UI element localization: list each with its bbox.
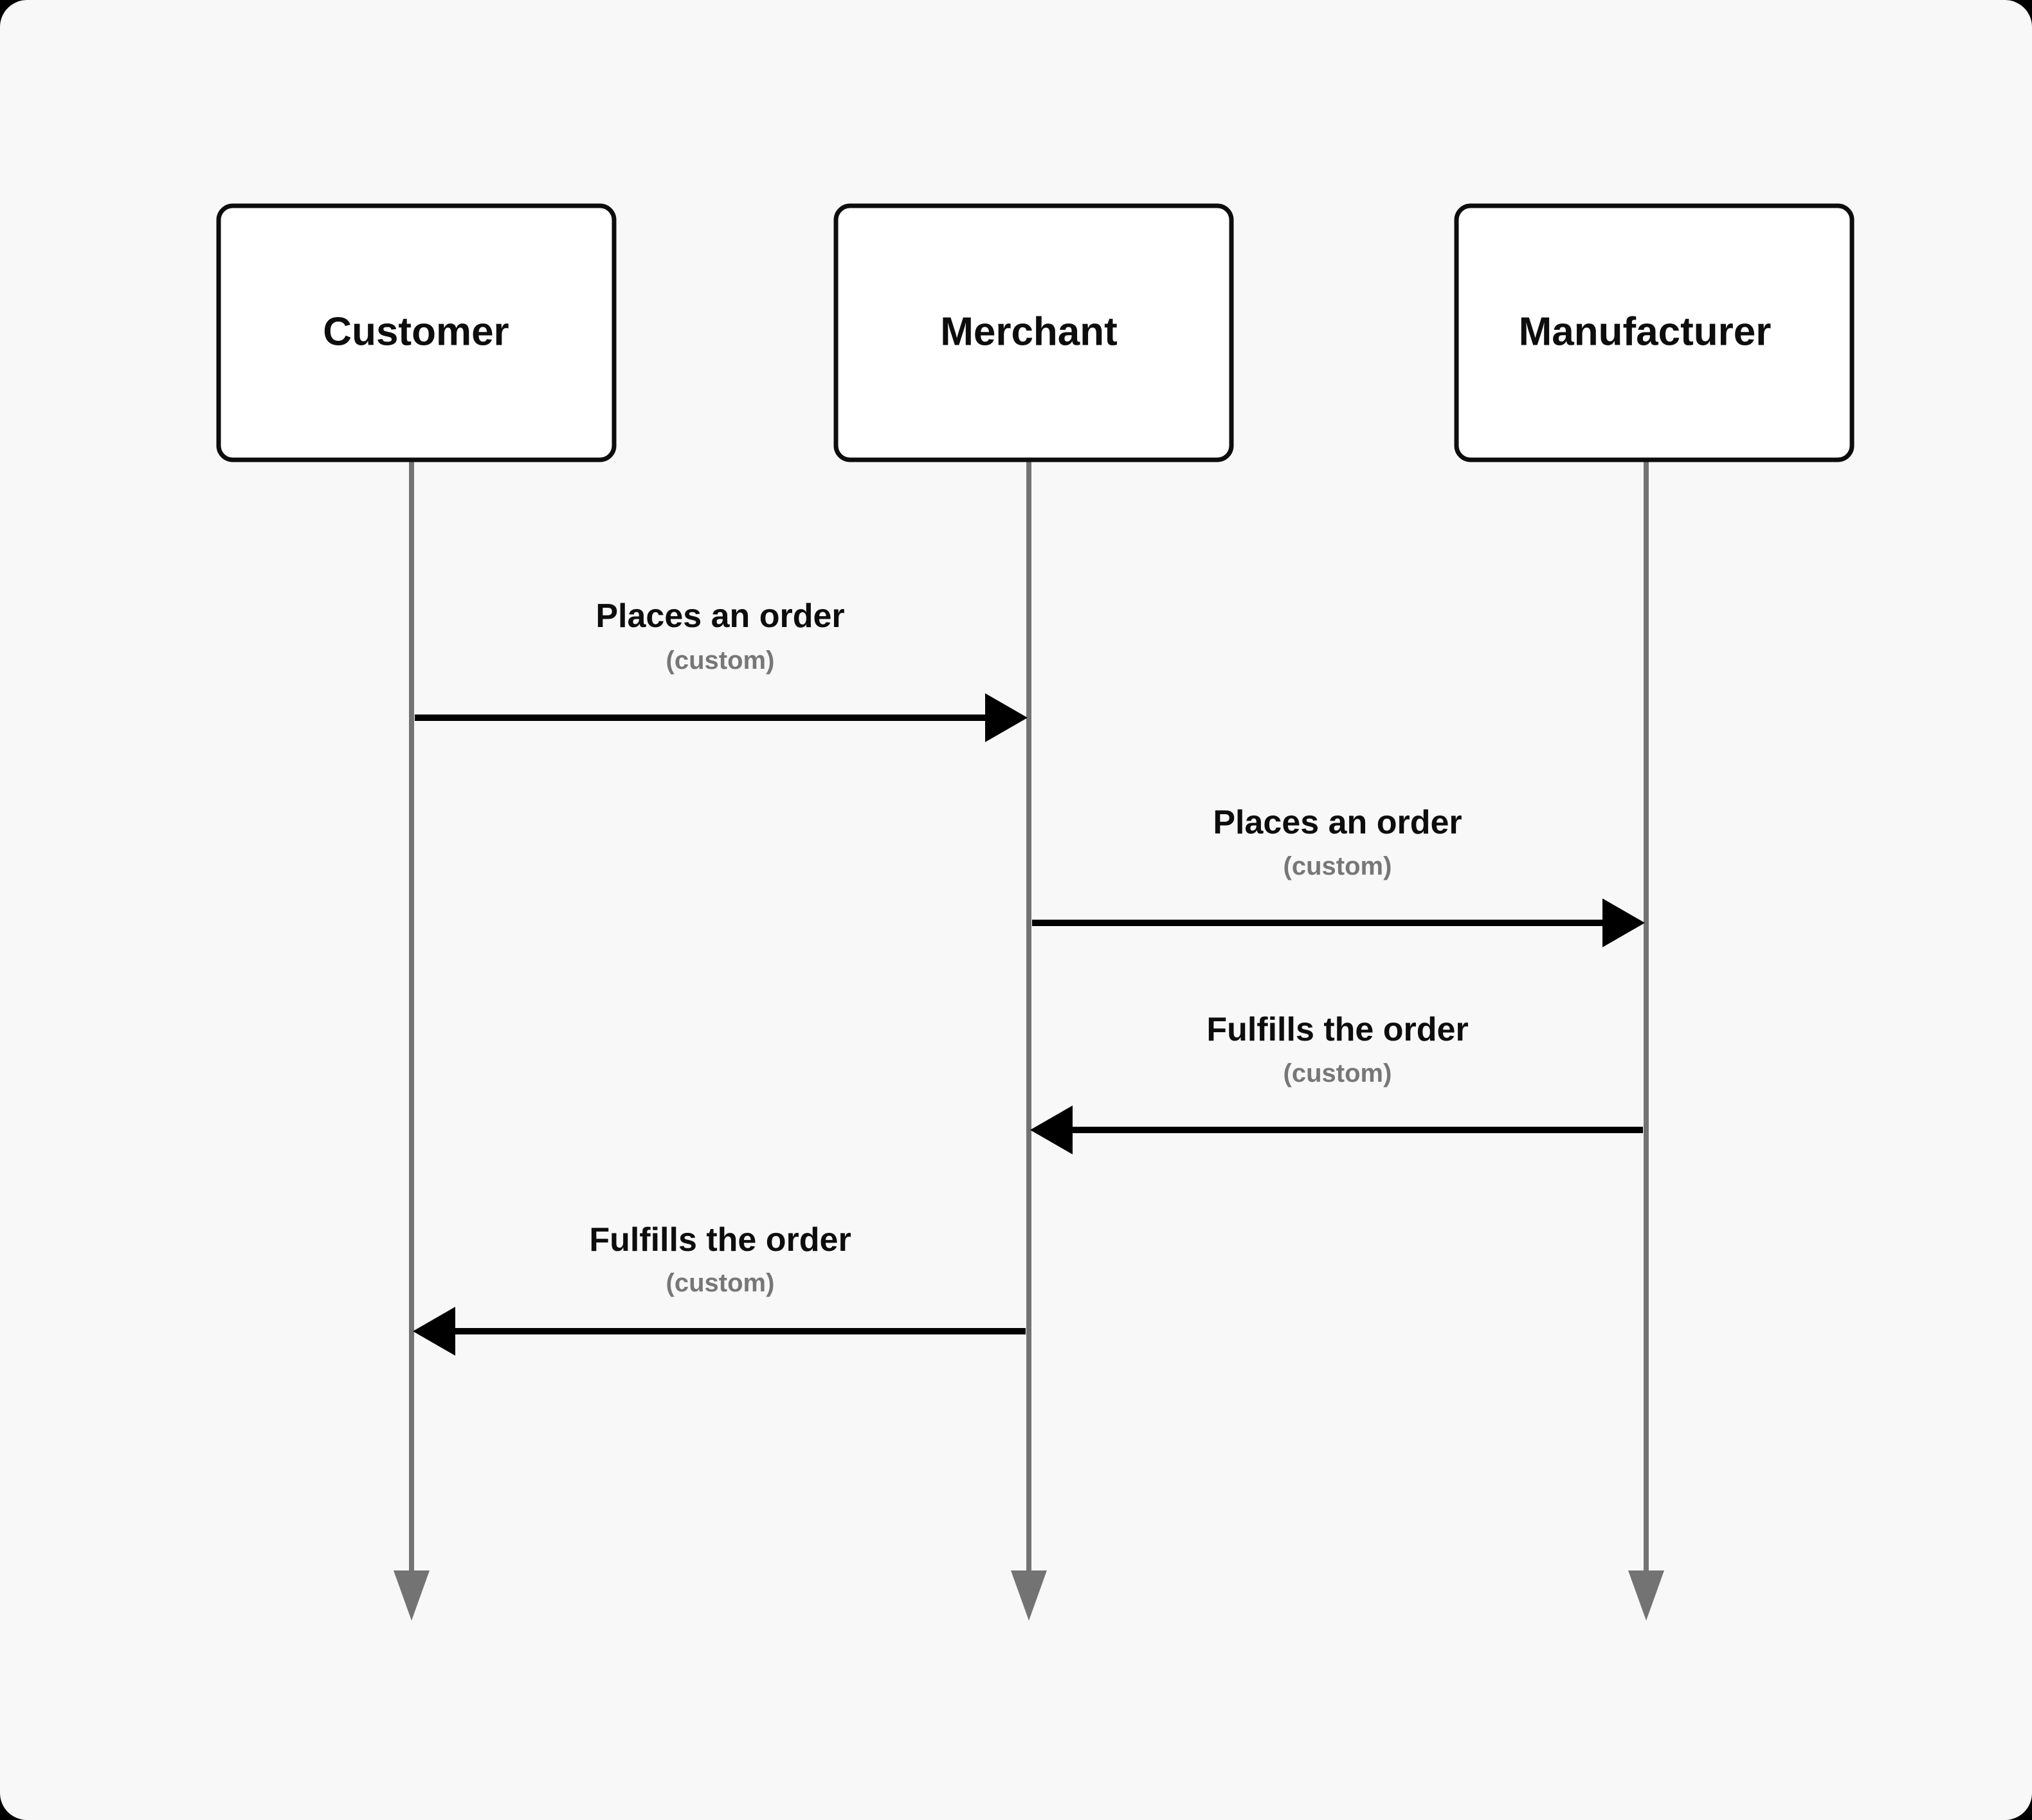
participant-box-customer[interactable] — [216, 203, 617, 462]
message-1-title: Places an order — [595, 597, 844, 635]
participant-box-manufacturer[interactable] — [1454, 203, 1855, 462]
lifeline-end-arrow-customer — [394, 1570, 430, 1621]
message-1-arrowhead-right — [985, 693, 1028, 742]
message-3[interactable]: Fulfills the order (custom) — [1030, 1011, 1643, 1154]
participant-box-merchant[interactable] — [833, 203, 1234, 462]
message-2-subtitle: (custom) — [1284, 852, 1392, 880]
lifeline-end-arrow-manufacturer — [1628, 1570, 1664, 1621]
message-2-arrowhead-right — [1602, 898, 1645, 947]
participant-label-customer: Customer — [323, 309, 509, 354]
participant-label-manufacturer: Manufacturer — [1519, 309, 1772, 354]
participants-group: Customer Merchant Manufacturer — [216, 203, 1855, 462]
message-3-subtitle: (custom) — [1284, 1059, 1392, 1087]
participant-customer[interactable]: Customer — [216, 203, 617, 462]
message-3-arrowhead-left — [1030, 1106, 1073, 1154]
message-1-subtitle: (custom) — [666, 646, 775, 675]
message-4-arrowhead-left — [413, 1307, 455, 1356]
participant-label-merchant: Merchant — [940, 309, 1118, 354]
lifelines-group — [394, 460, 1664, 1621]
participant-merchant[interactable]: Merchant — [833, 203, 1234, 462]
participant-manufacturer[interactable]: Manufacturer — [1454, 203, 1855, 462]
message-1[interactable]: Places an order (custom) — [415, 597, 1028, 742]
message-3-title: Fulfills the order — [1206, 1011, 1468, 1048]
message-4-subtitle: (custom) — [666, 1269, 775, 1297]
message-4-title: Fulfills the order — [589, 1221, 851, 1259]
message-2-title: Places an order — [1213, 804, 1462, 841]
lifeline-end-arrow-merchant — [1011, 1570, 1047, 1621]
message-2[interactable]: Places an order (custom) — [1032, 804, 1645, 947]
message-4[interactable]: Fulfills the order (custom) — [413, 1221, 1026, 1356]
